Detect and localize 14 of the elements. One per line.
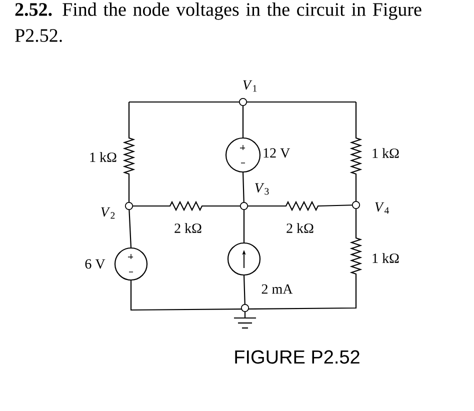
node-label: V$_{2}$ bbox=[101, 207, 115, 219]
figure-caption: FIGURE P2.52 bbox=[235, 350, 360, 364]
value-label: 6 V bbox=[85, 259, 106, 269]
value-label: 2 mA bbox=[262, 284, 293, 294]
value-label: 12 V bbox=[264, 148, 290, 158]
value-label: 1 kΩ bbox=[372, 253, 399, 263]
value-label: 1 kΩ bbox=[90, 152, 116, 162]
node-label: V$_{4}$ bbox=[375, 202, 389, 214]
node-label: V$_{3}$ bbox=[255, 183, 269, 195]
problem-statement: 2.52. Find the node voltages in the circuit in Figure P2.52. bbox=[15, 2, 422, 42]
value-label: 2 kΩ bbox=[286, 223, 314, 233]
node-label: V$_{1}$ bbox=[243, 80, 257, 92]
value-label: 1 kΩ bbox=[372, 148, 399, 158]
value-label: 2 kΩ bbox=[174, 223, 202, 233]
